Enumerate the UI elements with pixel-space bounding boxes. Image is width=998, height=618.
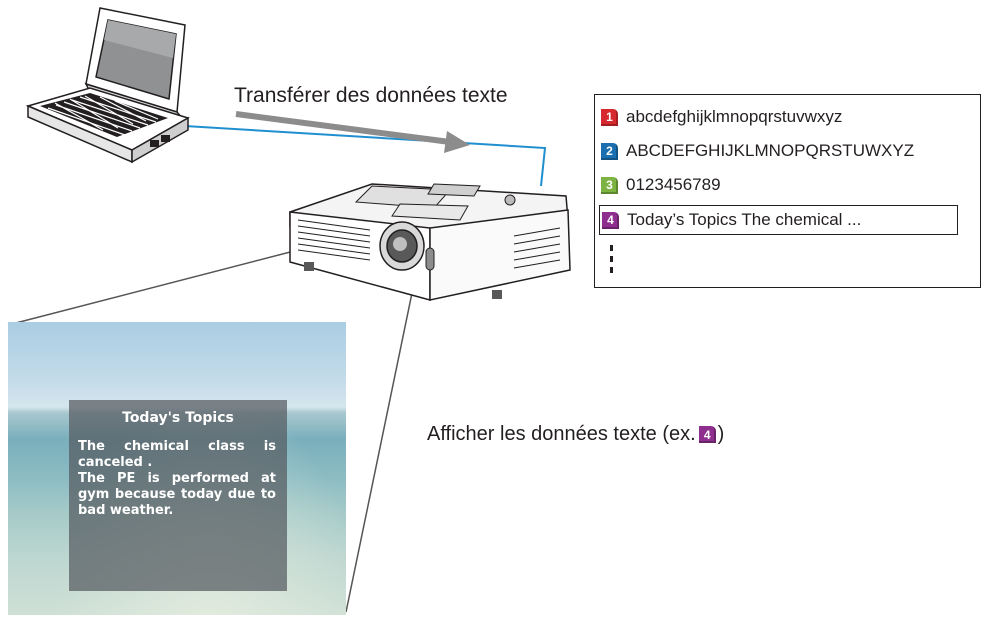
number-badge-icon: 4 xyxy=(698,426,716,443)
list-item: 3 0123456789 xyxy=(601,171,721,199)
projector-icon xyxy=(289,183,571,301)
text-data-list: 1 abcdefghijklmnopqrstuvwxyz 2 ABCDEFGHI… xyxy=(594,94,981,288)
more-items-ellipsis xyxy=(610,245,614,281)
projection-line-left xyxy=(7,249,299,326)
list-item-selected: 4 Today’s Topics The chemical ... xyxy=(599,205,958,235)
transfer-label: Transférer des données texte xyxy=(234,84,508,107)
cable-line xyxy=(184,125,547,187)
list-item: 2 ABCDEFGHIJKLMNOPQRSTUWXYZ xyxy=(601,137,914,165)
list-item: 1 abcdefghijklmnopqrstuvwxyz xyxy=(601,103,842,131)
overlay-body: The chemical class is canceled . The PE … xyxy=(78,439,276,518)
list-item-text: ABCDEFGHIJKLMNOPQRSTUWXYZ xyxy=(626,141,915,160)
display-label: Afficher les données texte (ex. 4 ) xyxy=(427,423,724,446)
display-label-prefix: Afficher les données texte (ex. xyxy=(427,423,696,445)
transfer-arrow xyxy=(235,111,470,153)
list-item-text: Today’s Topics The chemical ... xyxy=(627,210,862,229)
projected-screen: Today's Topics The chemical class is can… xyxy=(8,322,346,615)
overlay-title: Today's Topics xyxy=(122,410,234,426)
list-item-text: 0123456789 xyxy=(626,175,721,194)
number-badge-icon: 4 xyxy=(602,211,619,229)
display-label-suffix: ) xyxy=(717,423,725,445)
laptop-icon xyxy=(25,7,190,164)
number-badge-icon: 1 xyxy=(601,108,618,126)
number-badge-icon: 3 xyxy=(601,176,618,194)
projection-line-right xyxy=(345,234,425,613)
number-badge-icon: 2 xyxy=(601,142,618,160)
text-overlay-box: Today's Topics The chemical class is can… xyxy=(69,400,287,591)
list-item-text: abcdefghijklmnopqrstuvwxyz xyxy=(626,107,843,126)
